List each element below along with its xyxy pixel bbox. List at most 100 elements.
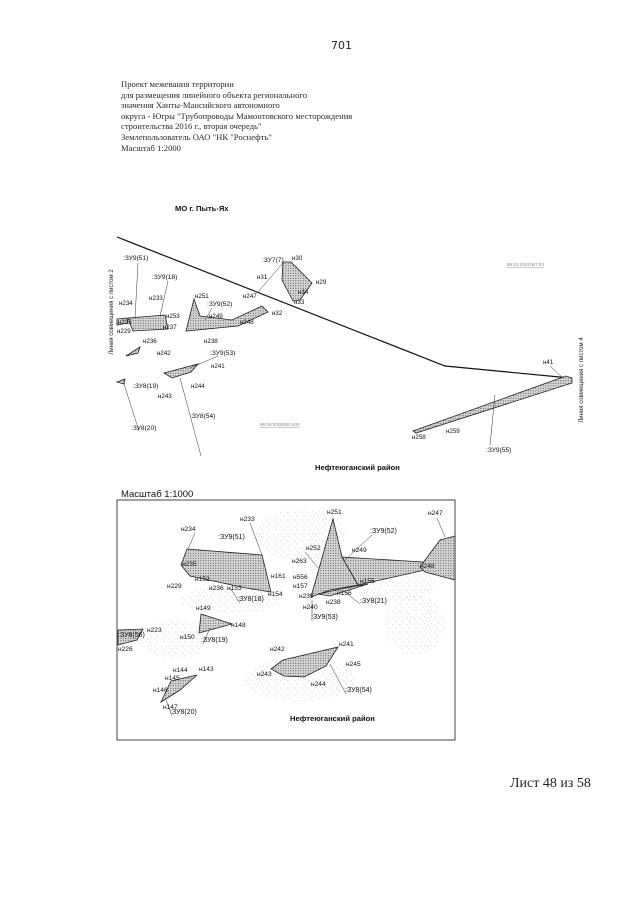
leader-line — [202, 627, 211, 645]
point-label: н30 — [292, 255, 303, 262]
parcel-label: :ЗУ8(18) — [237, 596, 264, 603]
point-label: н144 — [173, 667, 188, 674]
parcel-label: :ЗУ9(18) — [152, 274, 177, 281]
parcel-label: :ЗУ8(20) — [170, 709, 197, 716]
header-line: Землепользователь ОАО "НК "Роснефть" — [121, 131, 272, 142]
parcel-label: :ЗУ9(51) — [123, 255, 148, 262]
district-label: Нефтеюганский район — [315, 463, 400, 472]
point-label: н229 — [167, 583, 182, 590]
point-label: н229 — [117, 328, 131, 335]
point-label: н155 — [360, 578, 375, 585]
leader-line — [344, 534, 373, 561]
point-label: н239 — [299, 593, 314, 600]
parcel-label: :ЗУ8(54) — [190, 413, 215, 420]
leader-line — [436, 517, 446, 538]
inset-map: Масштаб 1:1000 :ЗУ9(52) :ЗУ9(51) — [116, 489, 456, 741]
point-label: н258 — [412, 434, 426, 441]
parcel-fragment — [125, 346, 141, 357]
point-label: н242 — [157, 350, 171, 357]
point-label: н243 — [158, 393, 172, 400]
parcel-zu9-52 — [185, 297, 269, 332]
point-label: н236 — [209, 585, 224, 592]
parcel-label: :ЗУ9(53) — [311, 614, 338, 621]
parcel-zu8-20 — [160, 674, 198, 704]
point-label: н235 — [182, 561, 197, 568]
leader-line — [165, 699, 173, 717]
leader-line — [249, 522, 263, 556]
header-line: значения Ханты-Мансийского автономного — [121, 100, 280, 111]
leader-line — [123, 383, 140, 432]
point-label: н233 — [149, 295, 163, 302]
parcel-label: :ЗУ8(54) — [345, 687, 372, 694]
point-label: н34 — [298, 289, 309, 296]
leader-line — [204, 307, 213, 321]
point-label: н223 — [147, 627, 162, 634]
scan-noise — [145, 620, 205, 660]
point-label: н234 — [119, 300, 133, 307]
parcel-zu7-7 — [281, 261, 313, 302]
point-label: н247 — [243, 293, 257, 300]
leader-line — [134, 262, 139, 319]
point-label: н32 — [272, 310, 283, 317]
leader-line — [549, 365, 564, 379]
point-label: н234 — [181, 526, 196, 533]
point-label: н247 — [428, 510, 443, 517]
leader-line — [159, 280, 169, 317]
point-label: н249 — [209, 313, 223, 320]
scan-noise — [180, 586, 280, 614]
leader-line — [329, 663, 347, 695]
parcel-zu8-21 — [317, 583, 369, 597]
point-label: н263 — [292, 558, 307, 565]
parcel-zu9-55 — [412, 375, 573, 434]
point-label: н237 — [163, 324, 177, 331]
parcel-zu9-52-edge — [419, 535, 456, 581]
leader-line — [179, 377, 202, 457]
scan-noise — [385, 595, 445, 655]
point-label: н150 — [180, 634, 195, 641]
header-line: для размещения линейного объекта региона… — [121, 89, 308, 100]
leader-line — [187, 532, 196, 550]
point-label: н147 — [163, 704, 178, 711]
point-label: н233 — [240, 516, 255, 523]
parcel-zu8-56 — [117, 628, 144, 646]
point-label: н251 — [327, 509, 342, 516]
parcel-zu9-52 — [310, 517, 359, 598]
parcel-fragment — [116, 317, 129, 326]
page-number: 701 — [331, 39, 352, 52]
point-label: н41 — [543, 359, 554, 366]
scan-noise — [255, 509, 345, 561]
point-label: н149 — [196, 605, 211, 612]
point-label: н252 — [306, 545, 321, 552]
point-label: н556 — [293, 574, 308, 581]
point-label: н29 — [316, 279, 327, 286]
parcel-label: :ЗУ8(19) — [201, 637, 228, 644]
point-label: н248 — [240, 319, 254, 326]
point-label: н33 — [294, 299, 305, 306]
point-label: н152 — [195, 576, 210, 583]
point-label: н249 — [352, 547, 367, 554]
parcel-zu8-54 — [270, 646, 339, 678]
point-label: н31 — [257, 274, 268, 281]
point-label: н157 — [293, 583, 308, 590]
point-label: н153 — [227, 585, 242, 592]
parcel-zu8-19 — [198, 613, 234, 634]
district-label: Нефтеюганский район — [290, 714, 375, 723]
point-label: н253 — [166, 313, 180, 320]
point-label: н226 — [118, 646, 133, 653]
point-label: н156 — [337, 590, 352, 597]
join-line-label-right: Линия совмещения с листом 4 — [579, 337, 585, 423]
inset-scale-label: Масштаб 1:1000 — [121, 489, 193, 500]
leader-line — [257, 262, 284, 293]
parcel-label: :ЗУ9(51) — [218, 534, 245, 541]
parcel-label: :ЗУ9(52) — [207, 301, 232, 308]
point-label: н238 — [204, 338, 218, 345]
point-label: н238 — [326, 599, 341, 606]
parcel-zu8-54 — [163, 363, 200, 379]
point-label: н241 — [339, 641, 354, 648]
point-label: н148 — [231, 622, 246, 629]
point-label: н143 — [199, 666, 214, 673]
point-label: н243 — [257, 671, 272, 678]
leader-line — [344, 591, 361, 605]
parcel-label: :ЗУ7(7) — [262, 257, 284, 264]
